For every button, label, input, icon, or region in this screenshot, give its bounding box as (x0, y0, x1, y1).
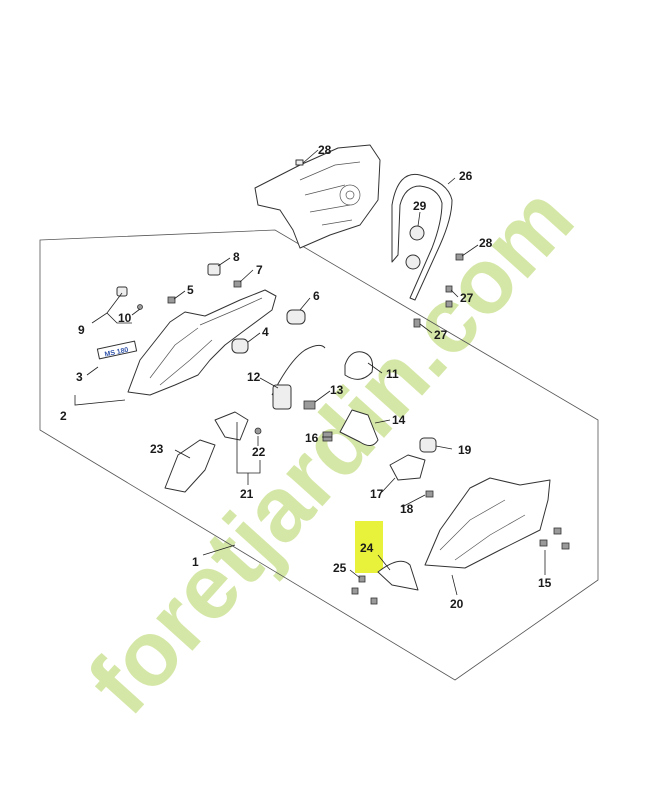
callout-18: 18 (400, 502, 414, 516)
callout-20: 20 (450, 597, 464, 611)
lower-housing-parts (351, 437, 570, 605)
callout-6: 6 (313, 289, 320, 303)
trigger-parts (271, 344, 379, 446)
callout-25: 25 (333, 561, 347, 575)
svg-text:MS 180: MS 180 (104, 347, 129, 359)
callout-12: 12 (247, 370, 261, 384)
callout-29: 29 (413, 199, 427, 213)
callout-28-top: 28 (318, 143, 332, 157)
highlight-box-24 (355, 521, 383, 573)
assembly-frame (39, 229, 599, 681)
callout-14: 14 (392, 413, 406, 427)
callout-26: 26 (459, 169, 473, 183)
callout-7: 7 (256, 263, 263, 277)
callout-13: 13 (330, 383, 344, 397)
callout-9: 9 (78, 323, 85, 337)
callout-19: 19 (458, 443, 472, 457)
callout-28-right: 28 (479, 236, 493, 250)
crankcase-part (254, 144, 381, 249)
callout-labels: 28 26 29 28 27 27 8 7 5 6 10 9 4 3 2 11 … (60, 143, 552, 611)
callout-16: 16 (305, 431, 319, 445)
callout-2: 2 (60, 409, 67, 423)
callout-8: 8 (233, 250, 240, 264)
leader-lines (74, 149, 546, 596)
watermark: foretjardin.com (69, 167, 593, 733)
callout-5: 5 (187, 283, 194, 297)
watermark-text: foretjardin.com (69, 167, 593, 733)
callout-23: 23 (150, 442, 164, 456)
callout-27-upper: 27 (460, 291, 474, 305)
handlebar-part (391, 173, 464, 328)
callout-15: 15 (538, 576, 552, 590)
callout-21: 21 (240, 487, 254, 501)
handle-cover-parts (164, 411, 262, 493)
callout-4: 4 (262, 325, 269, 339)
rear-handle-part: MS 180 (96, 263, 306, 396)
callout-1: 1 (192, 555, 199, 569)
callout-27-lower: 27 (434, 328, 448, 342)
callout-10: 10 (118, 311, 132, 325)
callout-11: 11 (386, 367, 399, 381)
callout-22: 22 (252, 445, 266, 459)
callout-17: 17 (370, 487, 384, 501)
callout-24: 24 (360, 541, 374, 555)
callout-3: 3 (76, 370, 83, 384)
